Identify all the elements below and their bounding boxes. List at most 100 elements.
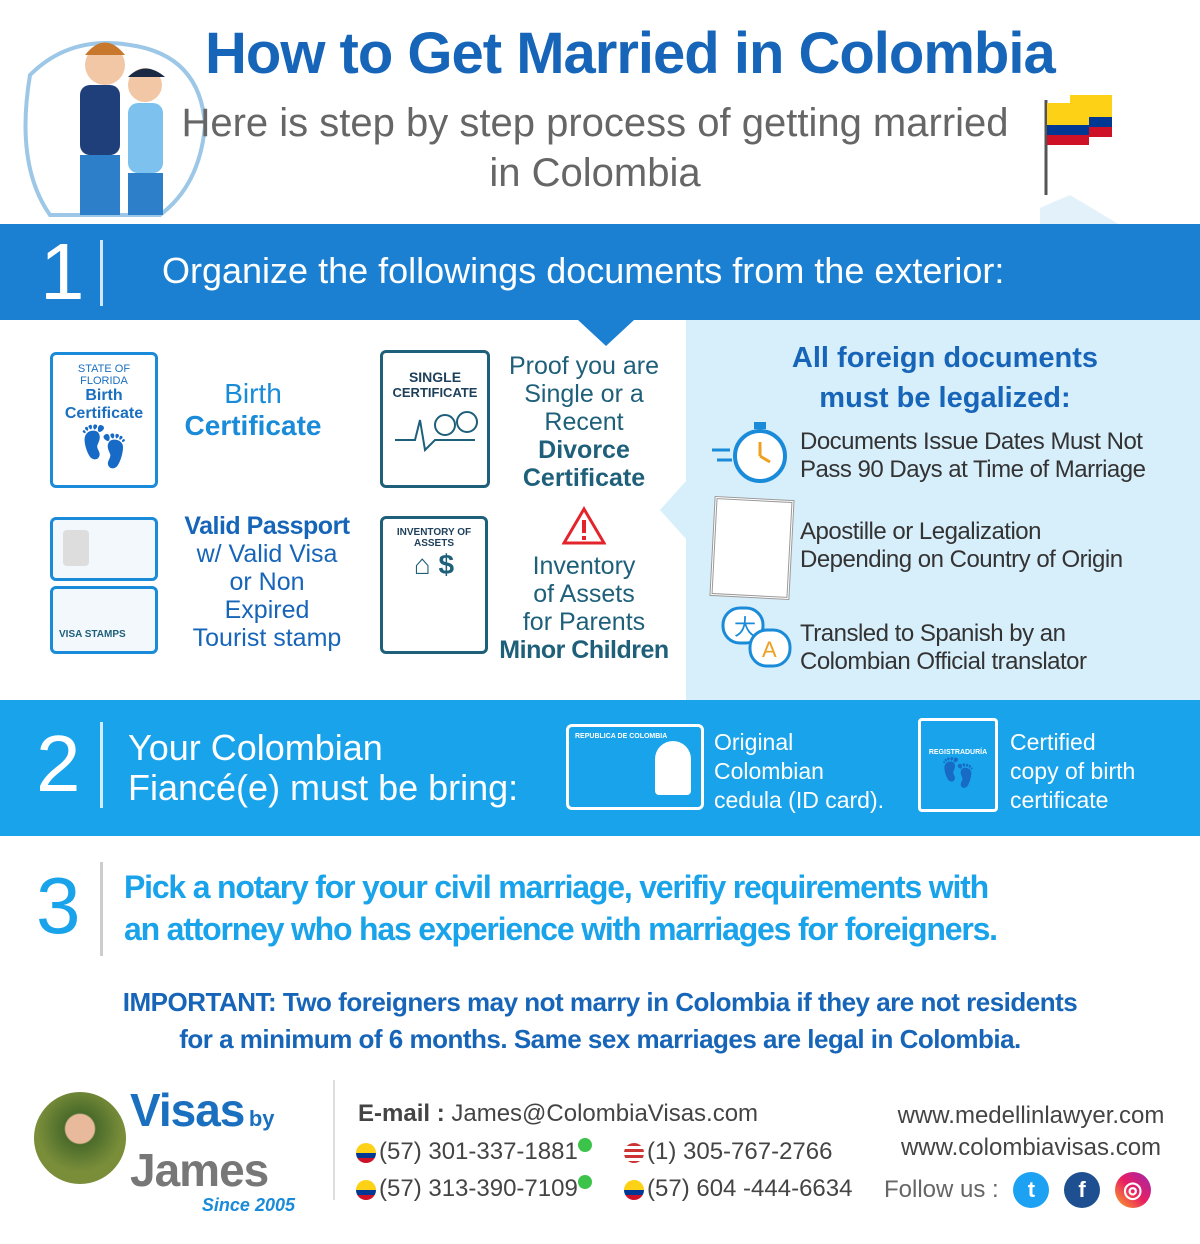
page-subtitle: Here is step by step process of getting …	[181, 101, 1009, 195]
logo-text: Since 2005	[201, 1195, 295, 1215]
step2-number: 2	[36, 719, 81, 808]
birth-cert-label: Certified	[1010, 729, 1096, 755]
single-label: Single or a	[524, 380, 644, 408]
legal-item-text: Apostille or Legalization	[800, 518, 1041, 545]
inventory-label: for Parents	[522, 608, 646, 636]
single-label: Divorce	[538, 436, 630, 464]
page-title: How to Get Married in Colombia	[205, 21, 1056, 86]
step3-text: Pick a notary for your civil marriage, v…	[124, 869, 989, 905]
pointer-arrow	[578, 320, 634, 346]
logo-text: Visas	[130, 1084, 245, 1136]
birth-label: Birth	[224, 378, 282, 409]
phone-link[interactable]: (57) 313-390-7109	[379, 1175, 578, 1202]
website-link[interactable]: www.colombiavisas.com	[900, 1134, 1162, 1161]
birth-cert-label: certificate	[1010, 787, 1109, 813]
icon-text: SINGLE	[408, 369, 462, 385]
facebook-icon[interactable]: f	[1064, 1172, 1101, 1208]
inventory-label: of Assets	[533, 580, 635, 608]
website-link[interactable]: www.medellinlawyer.com	[897, 1102, 1165, 1129]
us-flag-icon	[624, 1142, 644, 1163]
twitter-icon[interactable]: t	[1013, 1172, 1050, 1208]
house-car-money-icon: ⌂ $	[413, 549, 455, 580]
icon-text: CERTIFICATE	[392, 385, 478, 400]
single-label: Proof you are	[508, 352, 660, 380]
instagram-icon[interactable]: ◎	[1114, 1172, 1151, 1208]
svg-text:A: A	[762, 637, 777, 662]
step1-heading: Organize the followings documents from t…	[162, 250, 1005, 291]
warning-icon	[561, 506, 607, 546]
step2-banner	[0, 700, 1200, 836]
legal-item-text: Colombian Official translator	[800, 648, 1087, 675]
footprints-icon: 👣	[940, 757, 976, 788]
phone-link[interactable]: (1) 305-767-2766	[647, 1138, 833, 1165]
birth-certificate-icon: STATE OF FLORIDA Birth Certificate 👣	[50, 352, 158, 488]
divider	[333, 1080, 335, 1200]
single-certificate-icon: SINGLE CERTIFICATE	[380, 350, 490, 488]
passport-label: Tourist stamp	[192, 624, 342, 652]
whatsapp-icon	[577, 1175, 592, 1189]
step1-banner	[0, 224, 1200, 320]
colombia-flag-icon	[356, 1179, 376, 1200]
icon-text: ASSETS	[413, 538, 454, 549]
important-note: for a minimum of 6 months. Same sex marr…	[179, 1024, 1021, 1054]
icon-text: Birth	[85, 387, 123, 404]
important-note: IMPORTANT: Two foreigners may not marry …	[122, 987, 1078, 1017]
icon-text: Certificate	[64, 405, 144, 422]
inventory-of-assets-icon: INVENTORY OF ASSETS ⌂ $	[380, 516, 488, 654]
icon-text: INVENTORY OF	[396, 527, 472, 538]
step3-number: 3	[36, 861, 81, 950]
registraduria-birth-icon: REGISTRADURÍA 👣	[918, 718, 998, 812]
phone-link[interactable]: (57) 301-337-1881	[379, 1138, 578, 1165]
step2-heading: Fiancé(e) must be bring:	[128, 767, 519, 808]
stopwatch-icon	[712, 416, 792, 486]
passport-label: Expired	[224, 596, 310, 624]
whatsapp-icon	[577, 1138, 592, 1152]
passport-label: w/ Valid Visa	[196, 540, 338, 568]
face-icon	[655, 741, 691, 795]
icon-text: VISA STAMPS	[59, 629, 126, 640]
couple-illustration	[10, 15, 210, 220]
icon-text: STATE OF FLORIDA	[77, 363, 131, 387]
id-card-label: Original	[714, 729, 794, 755]
visa-stamp-icon: VISA STAMPS	[50, 586, 158, 654]
logo-text: by	[248, 1106, 275, 1131]
colombia-flag-icon	[356, 1142, 376, 1163]
colombia-flag-icon	[624, 1179, 644, 1200]
legal-item-text: Depending on Country of Origin	[800, 546, 1123, 573]
icon-text: REPUBLICA DE COLOMBIA	[575, 733, 668, 740]
icon-text: REGISTRADURÍA	[928, 749, 988, 756]
step3-text: an attorney who has experience with marr…	[124, 911, 998, 947]
email-link[interactable]: James@ColombiaVisas.com	[451, 1100, 759, 1127]
birth-label-bold: Certificate	[184, 410, 322, 441]
logo-text: James	[130, 1144, 269, 1196]
id-card-label: Colombian	[714, 758, 824, 784]
step2-heading: Your Colombian	[128, 727, 383, 768]
single-label: Recent	[544, 408, 624, 436]
visas-by-james-logo: Visas by James Since 2005	[130, 1086, 305, 1216]
legal-heading: All foreign documents	[791, 342, 1099, 374]
colombia-flag-icon	[1000, 95, 1120, 225]
legal-item-text: Pass 90 Days at Time of Marriage	[800, 456, 1146, 483]
apostille-certificate-icon	[709, 495, 795, 601]
phone-link[interactable]: (57) 604 -444-6634	[647, 1175, 853, 1202]
inventory-label: Minor Children	[499, 636, 669, 664]
divider	[100, 722, 103, 808]
passport-icon	[50, 517, 158, 581]
id-card-label: cedula (ID card).	[714, 787, 885, 813]
divider	[100, 862, 103, 956]
legal-heading: must be legalized:	[819, 382, 1071, 414]
panel-pointer	[660, 480, 687, 540]
legal-item-text: Documents Issue Dates Must Not	[800, 428, 1143, 455]
avatar	[34, 1092, 126, 1184]
person-icon	[63, 530, 89, 566]
passport-label: or Non	[229, 568, 305, 596]
divider	[100, 240, 103, 306]
footprints-icon: 👣	[79, 425, 129, 469]
legal-item-text: Transled to Spanish by an	[800, 620, 1066, 647]
single-label: Certificate	[522, 464, 646, 492]
email-label: E-mail :	[358, 1100, 445, 1127]
svg-text:大: 大	[734, 615, 756, 640]
cedula-id-card-icon: REPUBLICA DE COLOMBIA	[566, 724, 704, 810]
step1-number: 1	[40, 227, 85, 316]
